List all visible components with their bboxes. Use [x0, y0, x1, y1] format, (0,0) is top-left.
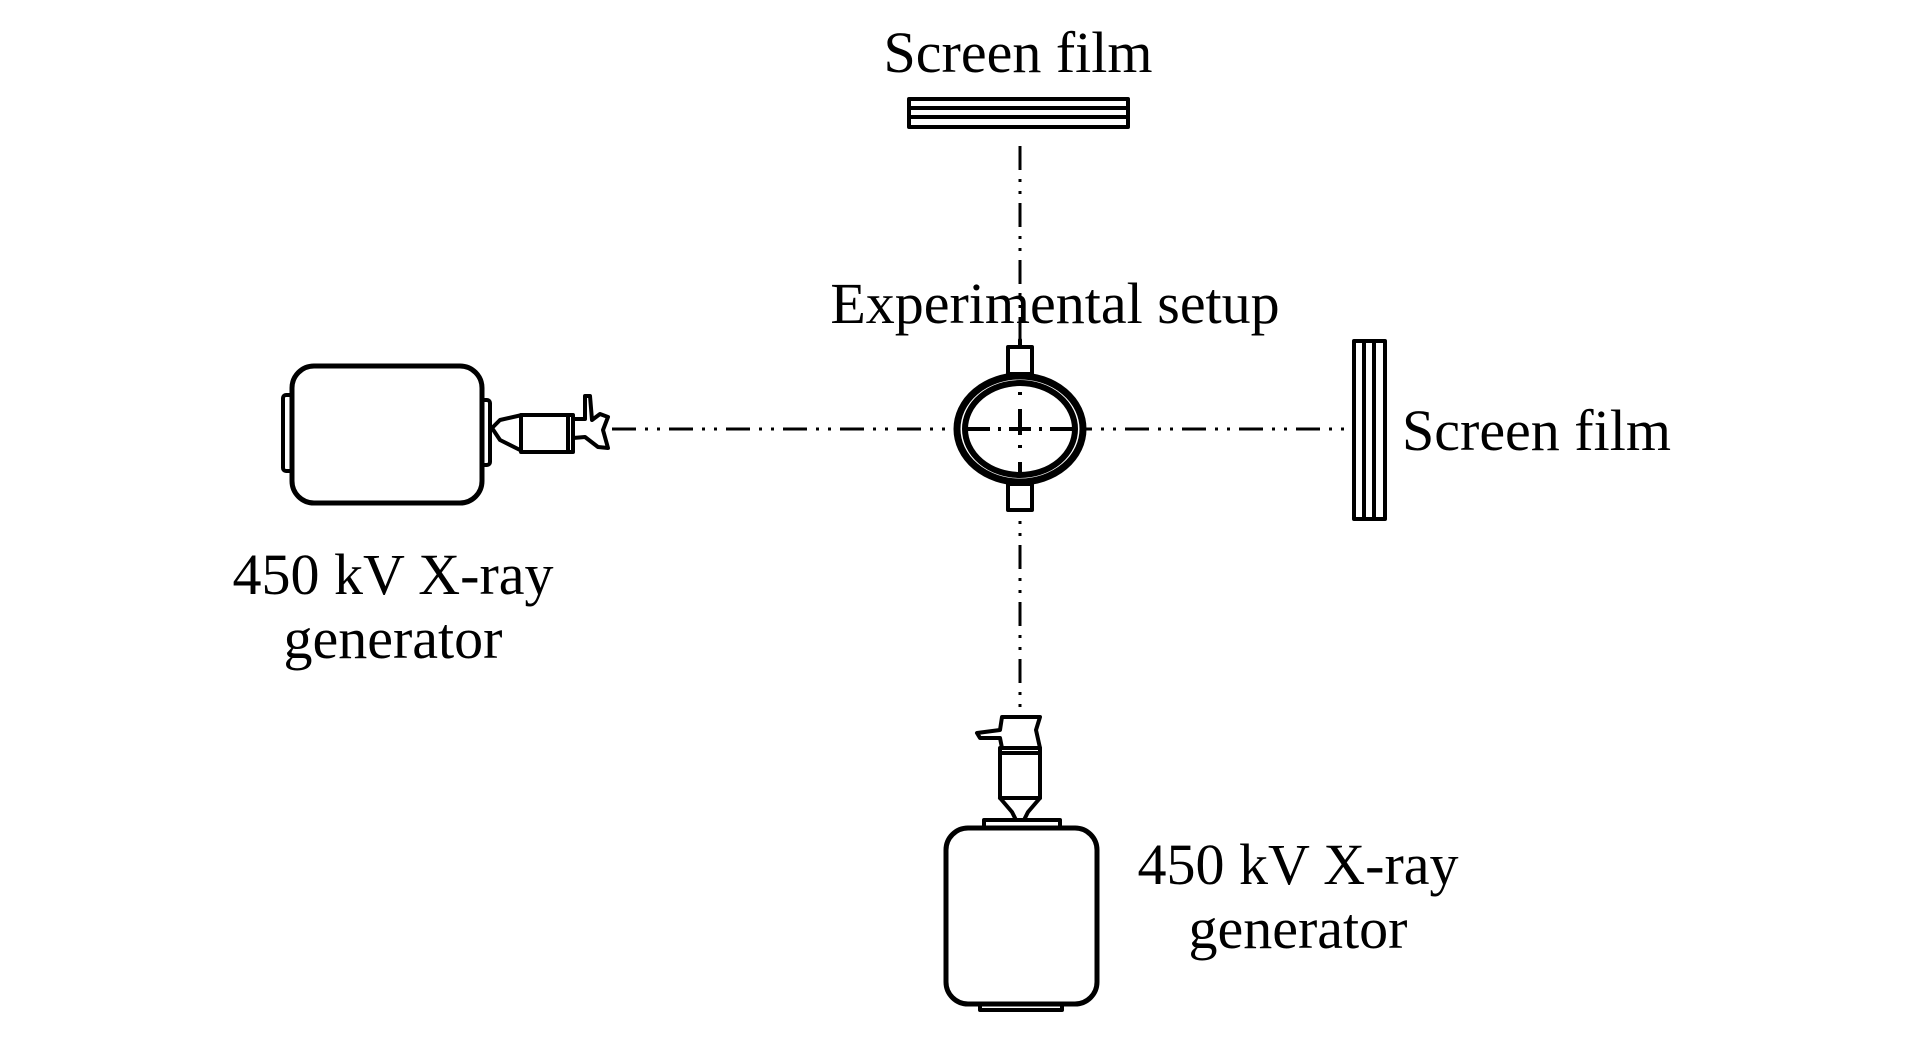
generator-bottom-label-line1: 450 kV X-ray	[1137, 832, 1458, 897]
screen-film-right-label: Screen film	[1402, 398, 1671, 463]
experimental-setup-vessel	[953, 338, 1087, 512]
experimental-setup-label: Experimental setup	[830, 271, 1279, 336]
xray-generator-left	[281, 363, 610, 506]
xray-generator-bottom	[943, 715, 1100, 1012]
screen-film-top	[907, 97, 1130, 129]
generator-left-label-line2: generator	[284, 606, 503, 671]
screen-film-right	[1352, 339, 1387, 521]
generator-bottom-label-line2: generator	[1189, 896, 1408, 961]
screen-film-top-label: Screen film	[884, 20, 1153, 85]
generator-left-label-line1: 450 kV X-ray	[232, 542, 553, 607]
